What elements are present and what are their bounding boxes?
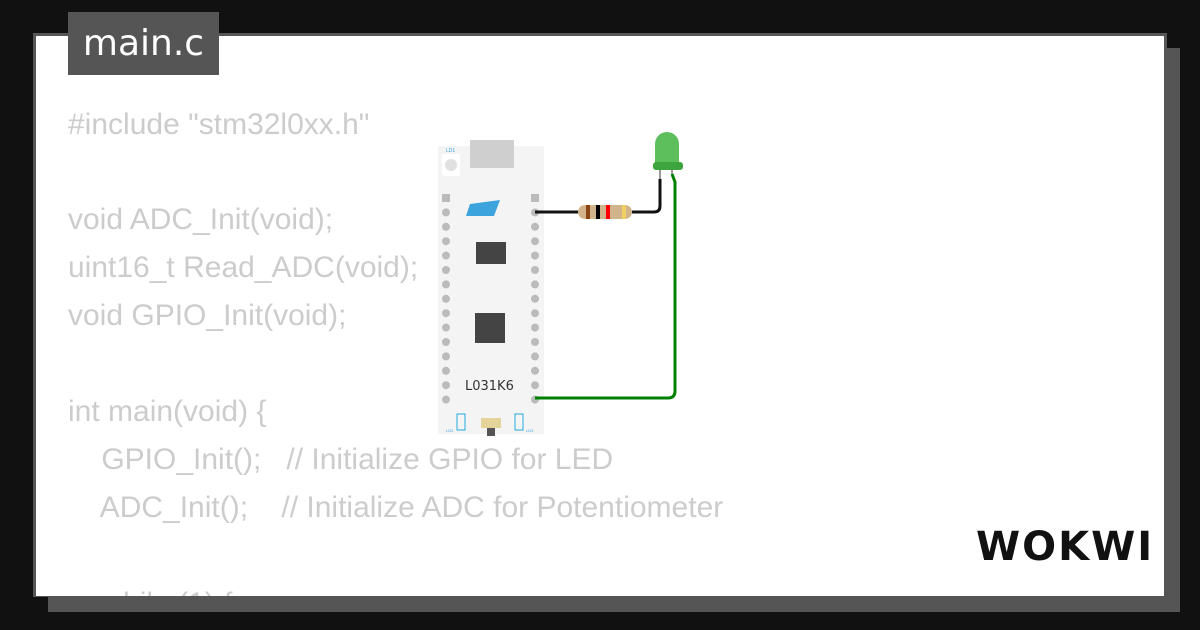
resistor[interactable] bbox=[578, 205, 632, 219]
wokwi-logo: WOKWI bbox=[976, 524, 1155, 570]
led-ld3 bbox=[514, 413, 524, 431]
stm32-board[interactable]: LD1 L031K6 LD2 LD3 bbox=[438, 140, 544, 436]
header-pin[interactable] bbox=[531, 251, 539, 260]
header-pin[interactable] bbox=[442, 352, 450, 361]
code-line: #include "stm32l0xx.h" bbox=[68, 108, 370, 141]
header-pin[interactable] bbox=[442, 194, 450, 202]
header-pin[interactable] bbox=[442, 338, 450, 346]
header-pin[interactable] bbox=[442, 294, 450, 303]
header-pin[interactable] bbox=[442, 381, 450, 390]
code-line: void GPIO_Init(void); bbox=[68, 299, 347, 332]
led-green[interactable] bbox=[653, 132, 683, 179]
header-pin[interactable] bbox=[531, 366, 539, 375]
usb-connector bbox=[470, 140, 514, 168]
header-pin[interactable] bbox=[442, 266, 450, 274]
header-pin[interactable] bbox=[442, 323, 450, 332]
header-pin[interactable] bbox=[442, 208, 450, 217]
wire-green bbox=[535, 173, 677, 400]
board-model-label: L031K6 bbox=[465, 379, 514, 394]
ld2-label: LD2 bbox=[446, 428, 454, 433]
led-ld2 bbox=[456, 413, 466, 431]
file-tab[interactable]: main.c bbox=[68, 12, 219, 75]
code-line: ADC_Init(); // Initialize ADC for Potent… bbox=[68, 491, 724, 524]
header-pin[interactable] bbox=[531, 237, 539, 246]
header-pin[interactable] bbox=[442, 395, 450, 404]
code-line: GPIO_Init(); // Initialize GPIO for LED bbox=[68, 443, 614, 476]
header-pin[interactable] bbox=[442, 251, 450, 260]
code-line: uint16_t Read_ADC(void); bbox=[68, 251, 419, 284]
card-shadow-bottom bbox=[48, 596, 1180, 612]
header-pin[interactable] bbox=[531, 323, 539, 332]
chip-small bbox=[476, 242, 506, 264]
header-pin[interactable] bbox=[531, 280, 539, 289]
reset-button bbox=[481, 418, 501, 428]
st-logo-icon bbox=[466, 200, 500, 216]
chip-mcu bbox=[475, 313, 505, 343]
header-pin[interactable] bbox=[442, 222, 450, 231]
header-pin[interactable] bbox=[531, 294, 539, 303]
code-line: int main(void) { bbox=[68, 395, 267, 428]
header-pin[interactable] bbox=[531, 309, 539, 318]
header-pin[interactable] bbox=[442, 309, 450, 318]
header-pin[interactable] bbox=[531, 222, 539, 231]
header-pin[interactable] bbox=[442, 237, 450, 246]
header-pin[interactable] bbox=[531, 381, 539, 390]
header-pin[interactable] bbox=[531, 266, 539, 274]
header-pin[interactable] bbox=[531, 194, 539, 202]
code-line: void ADC_Init(void); bbox=[68, 203, 334, 236]
preview-card bbox=[33, 33, 1167, 599]
ld3-label: LD3 bbox=[526, 428, 534, 433]
header-pin[interactable] bbox=[531, 352, 539, 361]
header-pin[interactable] bbox=[531, 338, 539, 346]
board-pcb bbox=[438, 146, 544, 434]
wire-black-led bbox=[632, 179, 662, 214]
header-pin[interactable] bbox=[442, 366, 450, 375]
header-pin[interactable] bbox=[442, 280, 450, 289]
ld1-label: LD1 bbox=[446, 148, 455, 154]
